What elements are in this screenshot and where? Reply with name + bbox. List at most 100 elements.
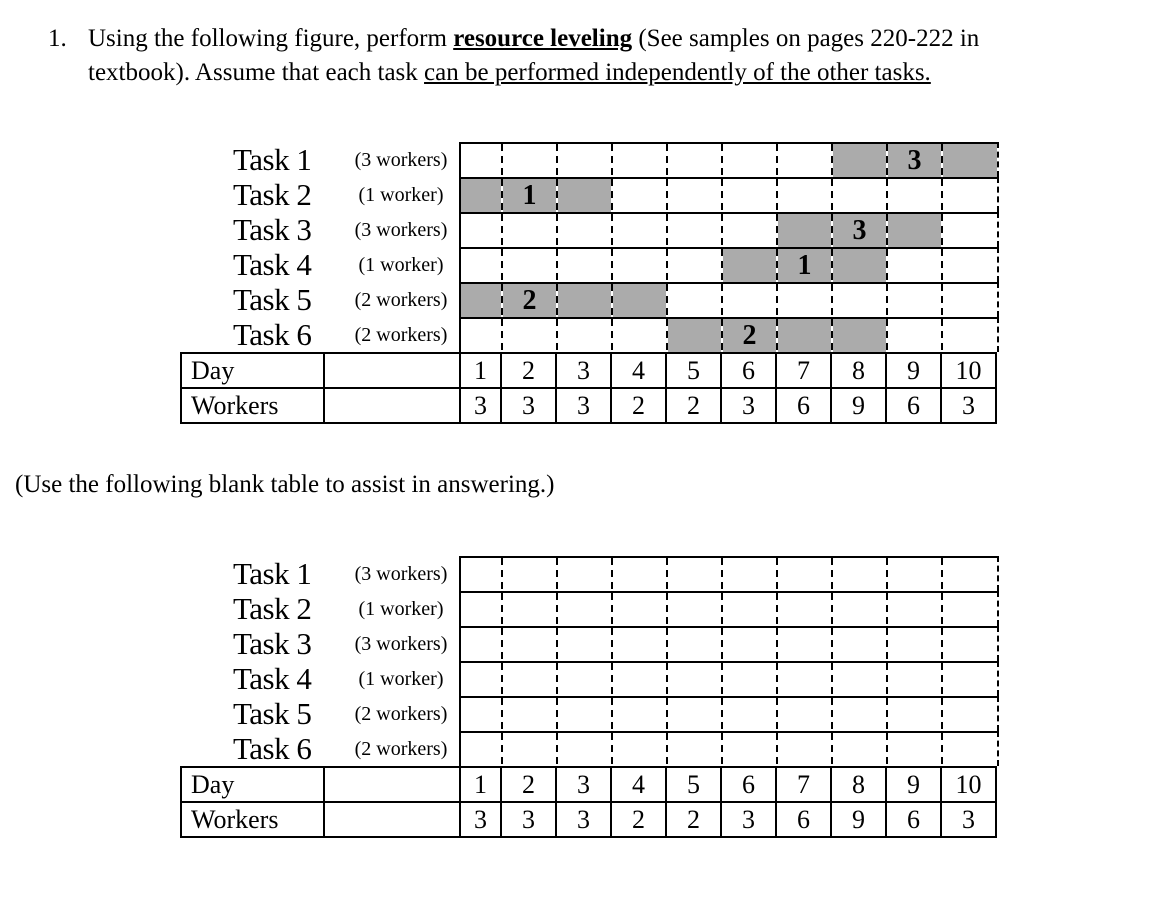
day-gridline: [611, 179, 613, 212]
day-gridline: [556, 319, 558, 352]
day-number-cell: 1: [459, 766, 502, 803]
day-gridline: [941, 593, 943, 626]
question-segment: (See samples on pages 220-222 in: [632, 25, 980, 52]
day-gridline: [611, 593, 613, 626]
day-gridline: [776, 319, 778, 352]
day-gridline: [556, 179, 558, 212]
day-gridline: [776, 733, 778, 766]
day-gridline: [556, 698, 558, 731]
day-gridline: [556, 144, 558, 177]
day-gridline: [776, 179, 778, 212]
day-gridline: [501, 663, 503, 696]
day-number-cell: 2: [500, 352, 557, 389]
day-gridline: [941, 558, 943, 591]
task-label: Task 6: [233, 317, 312, 352]
day-gridline: [776, 593, 778, 626]
day-gridline: [501, 249, 503, 282]
day-gridline: [666, 663, 668, 696]
day-gridline: [556, 628, 558, 661]
workers-count-cell: 2: [610, 801, 667, 838]
task-row: Task 3(3 workers)3: [233, 212, 1162, 247]
day-gridline: [776, 284, 778, 317]
day-gridline: [886, 733, 888, 766]
task-workers-label: (3 workers): [354, 563, 448, 585]
workers-count-cell: 3: [555, 387, 612, 424]
day-gridline: [666, 593, 668, 626]
day-gridline: [941, 319, 943, 352]
day-number-cell: 3: [555, 352, 612, 389]
workers-count-cell: 3: [720, 801, 777, 838]
task-row: Task 5(2 workers): [233, 696, 1162, 731]
task-workers-label: (1 worker): [358, 598, 444, 620]
task-workers-label: (3 workers): [354, 633, 448, 655]
day-gridline: [776, 698, 778, 731]
day-gridline: [501, 628, 503, 661]
day-gridline: [556, 663, 558, 696]
day-gridline: [886, 319, 888, 352]
task-label: Task 2: [233, 177, 312, 212]
instruction-note: (Use the following blank table to assist…: [15, 471, 555, 498]
task-bar: [722, 249, 887, 282]
task-timeline: 2: [459, 282, 999, 317]
workers-count-cell: 3: [459, 387, 502, 424]
day-gridline: [611, 558, 613, 591]
task-label: Task 2: [233, 591, 312, 626]
day-row-label: Day: [180, 352, 325, 389]
day-gridline: [501, 319, 503, 352]
task-row: Task 6(2 workers): [233, 731, 1162, 766]
task-row: Task 2 (1 worker): [233, 591, 1162, 626]
day-gridline: [941, 249, 943, 282]
day-gridline: [501, 558, 503, 591]
task-label: Task 5: [233, 282, 312, 317]
day-gridline: [611, 284, 613, 317]
day-number-cell: 6: [720, 766, 777, 803]
day-gridline: [776, 249, 778, 282]
task-row: Task 2(1 worker)1: [233, 177, 1162, 212]
workers-count-cell: 3: [555, 801, 612, 838]
day-gridline: [666, 733, 668, 766]
gantt-chart-blank: Task 1(3 workers)Task 2(1 worker)Task 3(…: [0, 556, 1162, 766]
workers-count-cell: 6: [885, 801, 942, 838]
workers-count-cell: 9: [830, 387, 887, 424]
day-gridline: [941, 628, 943, 661]
task-row: Task 4(1 worker)1: [233, 247, 1162, 282]
day-gridline: [666, 319, 668, 352]
task-workers-label: (2 workers): [354, 703, 448, 725]
day-gridline: [941, 698, 943, 731]
task-workers-label: (3 workers): [354, 219, 448, 241]
day-gridline: [556, 214, 558, 247]
day-gridline: [831, 628, 833, 661]
day-gridline: [831, 214, 833, 247]
question-number: 1.: [48, 25, 67, 52]
bar-worker-count: 2: [742, 320, 757, 351]
day-gridline: [666, 144, 668, 177]
day-gridline: [501, 214, 503, 247]
task-label: Task 1: [233, 556, 312, 591]
day-number-cell: 10: [940, 766, 997, 803]
day-gridline: [941, 214, 943, 247]
task-label: Task 1: [233, 142, 312, 177]
day-gridline: [721, 558, 723, 591]
day-gridline: [831, 319, 833, 352]
blank-worksheet-figure: Task 1(3 workers)Task 2(1 worker)Task 3(…: [0, 556, 1162, 838]
task-label: Task 4: [233, 661, 312, 696]
question-segment: textbook). Assume that each task: [88, 59, 425, 86]
day-number-cell: 4: [610, 766, 667, 803]
task-workers-label: (2 workers): [354, 324, 448, 346]
workers-row-label: Workers: [180, 801, 325, 838]
day-gridline: [941, 284, 943, 317]
task-row: Task 4(1 worker): [233, 661, 1162, 696]
bar-worker-count: 1: [797, 250, 812, 281]
day-gridline: [721, 593, 723, 626]
day-gridline: [721, 179, 723, 212]
day-gridline: [556, 558, 558, 591]
day-gridline: [941, 144, 943, 177]
day-gridline: [666, 179, 668, 212]
question-underlined: can be performed independently of the ot…: [424, 59, 931, 86]
task-timeline: [459, 626, 999, 661]
workers-count-cell: 3: [500, 387, 557, 424]
day-gridline: [831, 593, 833, 626]
